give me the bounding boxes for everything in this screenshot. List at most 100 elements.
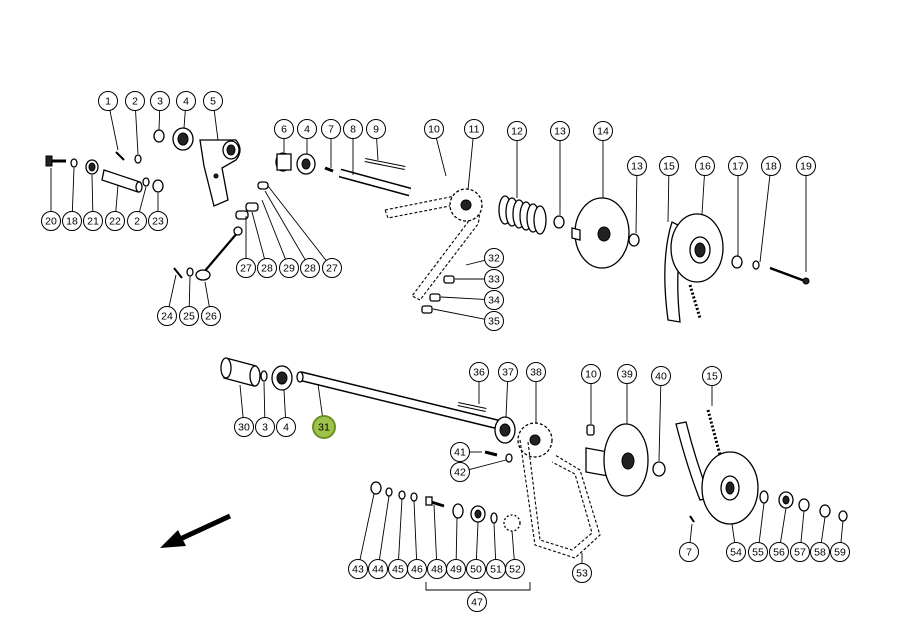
callout-57[interactable]: 57 <box>790 542 810 562</box>
callout-number: 37 <box>502 367 514 379</box>
callout-circle <box>157 306 177 326</box>
leader-line-28 <box>251 211 265 259</box>
callout-3[interactable]: 3 <box>150 91 170 111</box>
callout-12[interactable]: 12 <box>507 121 527 141</box>
callout-27[interactable]: 27 <box>322 258 342 278</box>
callout-19[interactable]: 19 <box>796 156 816 176</box>
callout-circle <box>467 592 487 612</box>
callout-31-highlighted[interactable]: 31 <box>312 415 336 439</box>
callout-circle <box>148 211 168 231</box>
callout-2[interactable]: 2 <box>127 211 147 231</box>
callout-28[interactable]: 28 <box>257 258 277 278</box>
callout-56[interactable]: 56 <box>769 542 789 562</box>
leader-line-50 <box>475 521 479 560</box>
callout-circle <box>810 542 830 562</box>
callout-10[interactable]: 10 <box>581 364 601 384</box>
callout-number: 55 <box>752 547 764 559</box>
callout-50[interactable]: 50 <box>466 559 486 579</box>
callout-18[interactable]: 18 <box>761 156 781 176</box>
callout-number: 38 <box>530 367 542 379</box>
callout-13[interactable]: 13 <box>627 156 647 176</box>
callout-20[interactable]: 20 <box>41 211 61 231</box>
callout-number: 51 <box>490 564 502 576</box>
callout-10[interactable]: 10 <box>424 119 444 139</box>
callout-9[interactable]: 9 <box>366 119 386 139</box>
callout-39[interactable]: 39 <box>617 364 637 384</box>
callout-3[interactable]: 3 <box>255 417 275 437</box>
callout-number: 10 <box>585 369 597 381</box>
callout-26[interactable]: 26 <box>201 306 221 326</box>
callout-circle <box>41 211 61 231</box>
callout-number: 27 <box>240 263 252 275</box>
callout-15[interactable]: 15 <box>659 156 679 176</box>
callout-13[interactable]: 13 <box>550 121 570 141</box>
leader-line-49 <box>455 517 458 560</box>
callout-5[interactable]: 5 <box>203 91 223 111</box>
callout-23[interactable]: 23 <box>148 211 168 231</box>
callout-4[interactable]: 4 <box>176 91 196 111</box>
callout-53[interactable]: 53 <box>572 563 592 583</box>
leader-lines <box>50 110 844 595</box>
callout-51[interactable]: 51 <box>486 559 506 579</box>
callout-22[interactable]: 22 <box>105 211 125 231</box>
leader-line-57 <box>800 510 805 543</box>
callout-42[interactable]: 42 <box>450 462 470 482</box>
callout-41[interactable]: 41 <box>450 442 470 462</box>
callout-number: 14 <box>597 126 609 138</box>
callout-58[interactable]: 58 <box>810 542 830 562</box>
callout-40[interactable]: 40 <box>651 366 671 386</box>
callout-45[interactable]: 45 <box>388 559 408 579</box>
callout-14[interactable]: 14 <box>593 121 613 141</box>
callout-4[interactable]: 4 <box>297 119 317 139</box>
leader-line-29 <box>261 199 286 260</box>
callout-4[interactable]: 4 <box>276 417 296 437</box>
callout-44[interactable]: 44 <box>368 559 388 579</box>
callout-circle <box>201 306 221 326</box>
callout-38[interactable]: 38 <box>526 362 546 382</box>
callout-7[interactable]: 7 <box>679 542 699 562</box>
callout-34[interactable]: 34 <box>484 290 504 310</box>
callout-27[interactable]: 27 <box>236 258 256 278</box>
callout-47[interactable]: 47 <box>467 592 487 612</box>
callout-circle <box>507 121 527 141</box>
callout-18[interactable]: 18 <box>62 211 82 231</box>
callout-number: 52 <box>509 564 521 576</box>
callout-55[interactable]: 55 <box>748 542 768 562</box>
callout-35[interactable]: 35 <box>484 311 504 331</box>
callout-29[interactable]: 29 <box>279 258 299 278</box>
callout-49[interactable]: 49 <box>446 559 466 579</box>
callout-circle <box>234 417 254 437</box>
callout-17[interactable]: 17 <box>728 156 748 176</box>
callout-54[interactable]: 54 <box>726 542 746 562</box>
callout-25[interactable]: 25 <box>179 306 199 326</box>
callout-11[interactable]: 11 <box>464 119 484 139</box>
callout-46[interactable]: 46 <box>407 559 427 579</box>
callout-43[interactable]: 43 <box>348 559 368 579</box>
upper-shaft-assembly <box>275 152 412 197</box>
callout-36[interactable]: 36 <box>469 362 489 382</box>
callout-8[interactable]: 8 <box>343 119 363 139</box>
callout-32[interactable]: 32 <box>484 248 504 268</box>
callout-28[interactable]: 28 <box>300 258 320 278</box>
callout-48[interactable]: 48 <box>427 559 447 579</box>
callout-15[interactable]: 15 <box>702 366 722 386</box>
callout-37[interactable]: 37 <box>498 362 518 382</box>
callout-circle <box>179 306 199 326</box>
callout-6[interactable]: 6 <box>274 119 294 139</box>
callout-16[interactable]: 16 <box>695 156 715 176</box>
callout-circle <box>505 559 525 579</box>
callout-circle <box>62 211 82 231</box>
leader-line-35 <box>432 308 485 320</box>
callout-number: 22 <box>109 216 121 228</box>
callout-7[interactable]: 7 <box>321 119 341 139</box>
callout-21[interactable]: 21 <box>83 211 103 231</box>
callout-24[interactable]: 24 <box>157 306 177 326</box>
callout-52[interactable]: 52 <box>505 559 525 579</box>
callout-30[interactable]: 30 <box>234 417 254 437</box>
callout-33[interactable]: 33 <box>484 269 504 289</box>
callout-59[interactable]: 59 <box>830 542 850 562</box>
leader-line-1 <box>109 110 119 151</box>
callout-2[interactable]: 2 <box>125 91 145 111</box>
callout-1[interactable]: 1 <box>98 91 118 111</box>
callout-number: 30 <box>238 422 250 434</box>
